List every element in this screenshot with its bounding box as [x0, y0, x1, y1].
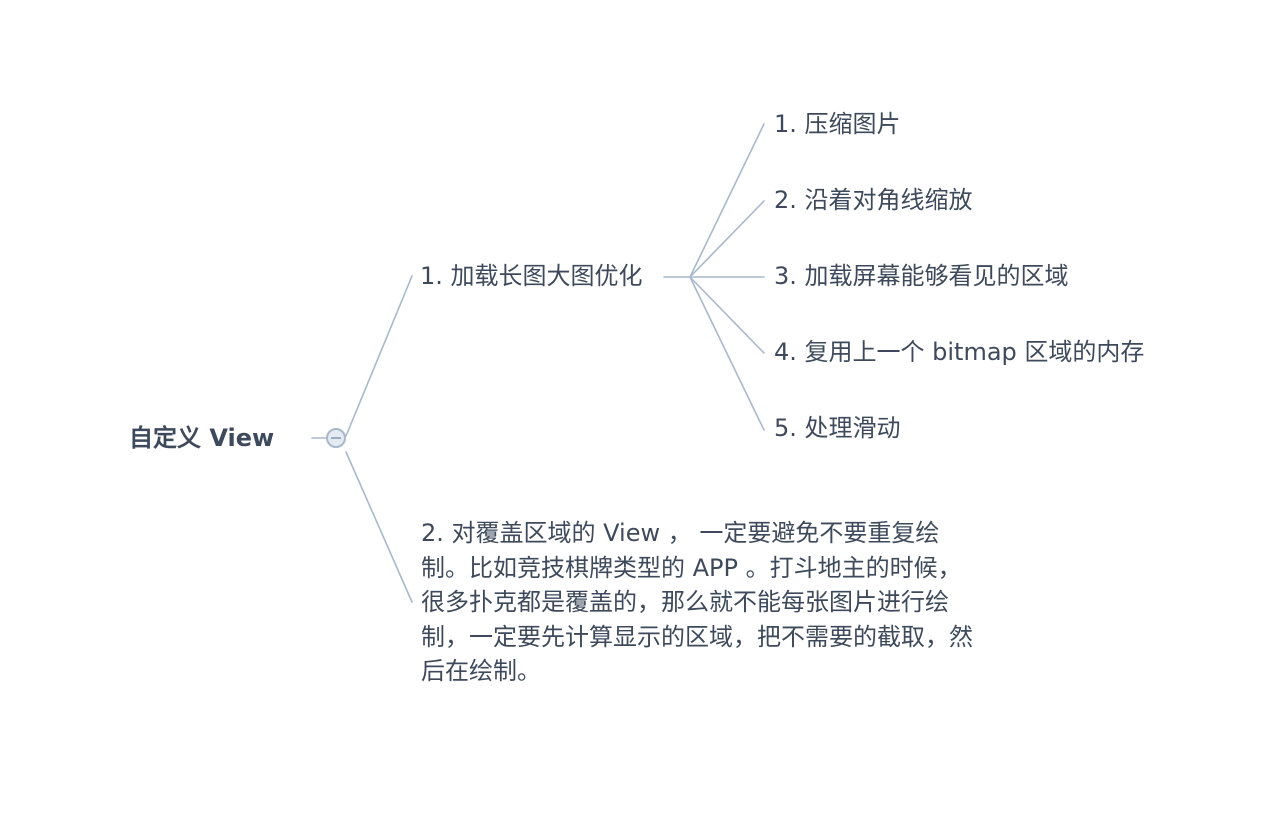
root-topic[interactable]: 自定义 View [129, 424, 275, 452]
connector-branch1-leaf4 [689, 276, 765, 354]
subtopic-4[interactable]: 4. 复用上一个 bitmap 区域的内存 [774, 338, 1145, 366]
minus-icon [331, 437, 341, 439]
collapse-toggle-button[interactable] [326, 428, 346, 448]
connector-branch1-leaf2 [689, 200, 765, 278]
branch-topic-1[interactable]: 1. 加载长图大图优化 [420, 262, 643, 290]
connector-branch1-leaf5 [689, 276, 765, 431]
subtopic-3[interactable]: 3. 加载屏幕能够看见的区域 [774, 262, 1069, 290]
connector-root-branch2 [345, 451, 413, 603]
connector-root-branch1 [345, 275, 413, 437]
subtopic-2[interactable]: 2. 沿着对角线缩放 [774, 186, 973, 214]
connector-branch1-leaf1 [689, 123, 765, 278]
branch-topic-2[interactable]: 2. 对覆盖区域的 View ， 一定要避免不要重复绘制。比如竞技棋牌类型的 A… [421, 519, 973, 685]
subtopic-1[interactable]: 1. 压缩图片 [774, 110, 901, 138]
subtopic-5[interactable]: 5. 处理滑动 [774, 414, 901, 442]
